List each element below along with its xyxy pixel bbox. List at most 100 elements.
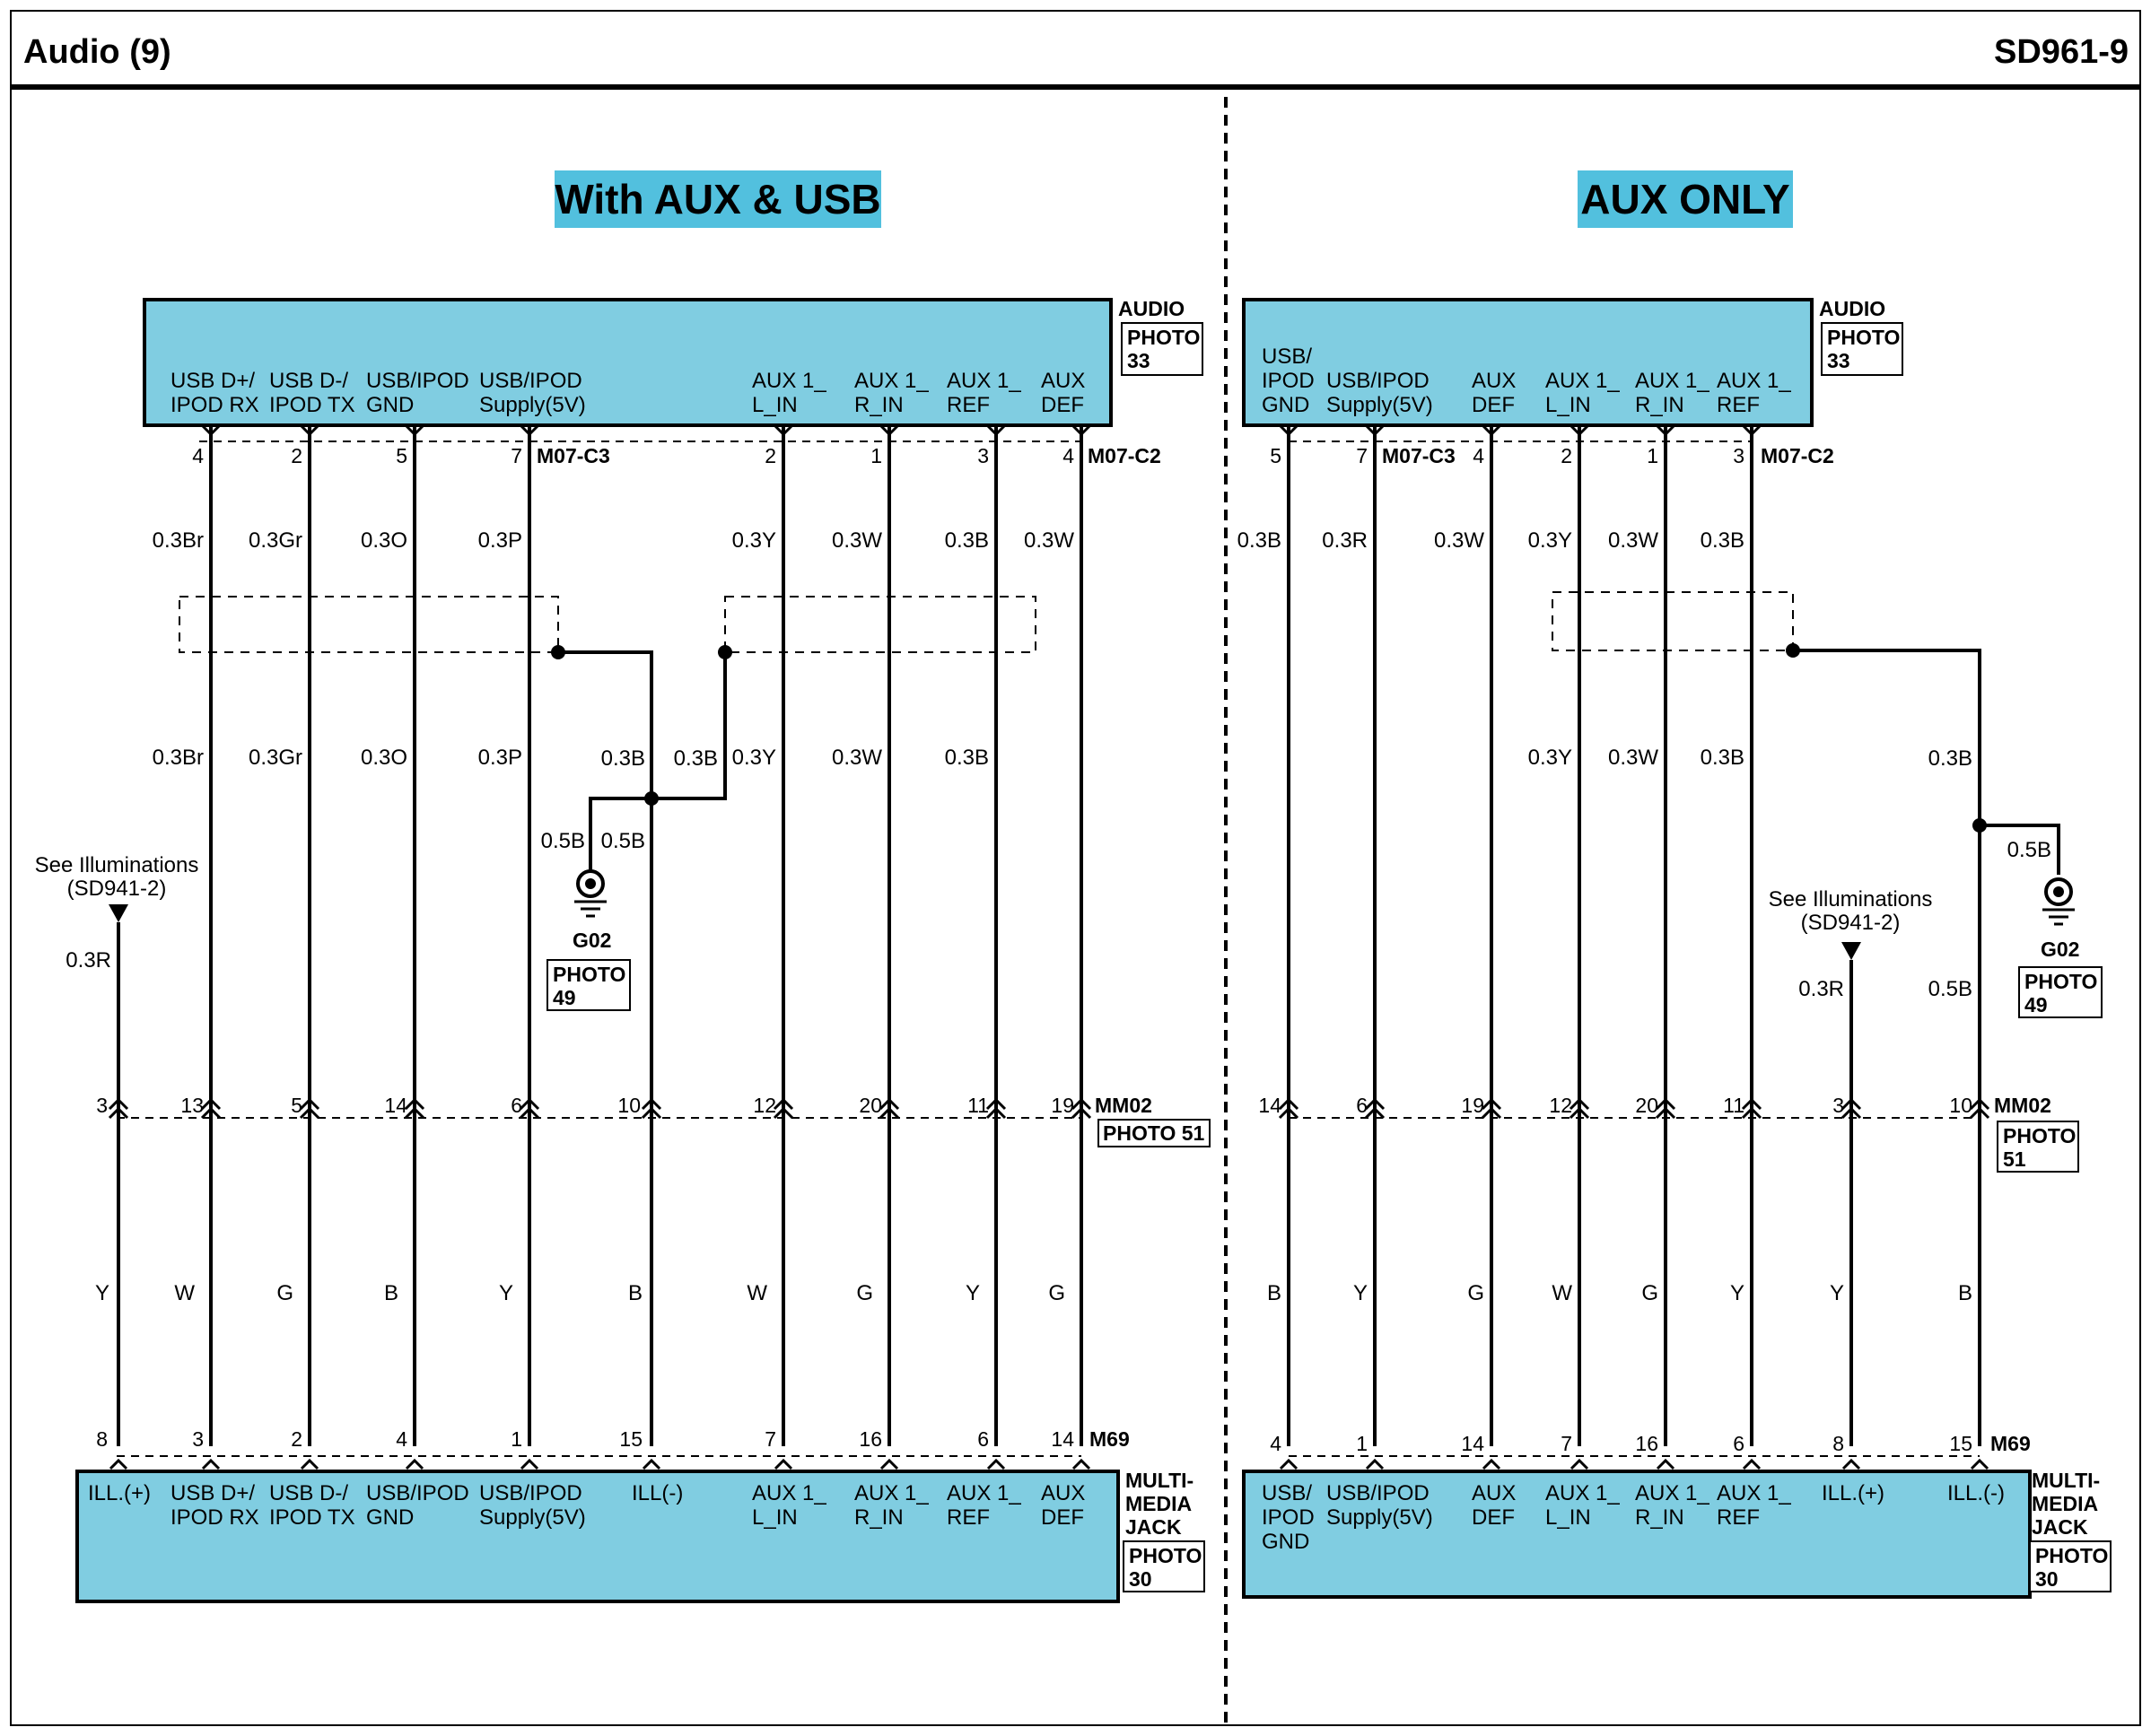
- left-section-title-bg: [555, 170, 881, 228]
- right-wire-5-mid-pin: 20: [1635, 1094, 1658, 1117]
- left-ill-minus-mid-terminal-lower: [641, 1106, 662, 1120]
- right-wire-3-mid-pin: 19: [1461, 1094, 1484, 1117]
- left-conn-m07c3: M07-C3: [537, 444, 610, 467]
- right-wire-2-bot-label-line-2: Supply(5V): [1326, 1505, 1433, 1530]
- right-wire-5-wire-top: 0.3W: [1608, 528, 1658, 553]
- right-wire-2-mid-pin: 6: [1356, 1094, 1368, 1117]
- right-wire-1-bot-label-line-2: IPOD: [1262, 1505, 1315, 1530]
- right-wire-5-mid-terminal-upper: [1655, 1097, 1676, 1111]
- left-jack-name-1: MULTI-: [1125, 1469, 1194, 1492]
- left-wire-3-bot-terminal: [405, 1458, 424, 1470]
- right-wire-6-bot-pin: 6: [1733, 1432, 1744, 1455]
- right-conn-mm02: MM02: [1994, 1094, 2051, 1117]
- left-wire-5-wire-top: 0.3Y: [732, 528, 776, 553]
- right-wire-4-mid-terminal-upper: [1569, 1097, 1590, 1111]
- right-wire-4-top-pin: 2: [1561, 444, 1572, 467]
- left-illum-note-2: (SD941-2): [67, 877, 167, 901]
- right-wire-4-wire-top: 0.3Y: [1528, 528, 1572, 553]
- left-ground-photo-2: 49: [553, 986, 576, 1009]
- right-jack-name-2: MEDIA: [2032, 1492, 2098, 1515]
- right-wire-1-bot-label-line-3: GND: [1262, 1530, 1309, 1554]
- left-ill-plus-wire: 0.3R: [66, 948, 111, 973]
- right-ill-minus-bot-terminal: [1970, 1458, 1989, 1470]
- right-wire-1-top-label-line-2: IPOD: [1262, 369, 1315, 393]
- left-conn-m07c2: M07-C2: [1088, 444, 1161, 467]
- right-wire-2-bot-label-line-1: USB/IPOD: [1326, 1481, 1430, 1505]
- left-wire-4-wire-low: Y: [499, 1281, 513, 1305]
- left-wire-8-bot-terminal: [1071, 1458, 1091, 1470]
- right-wire-5-wire-low: G: [1641, 1281, 1658, 1305]
- left-wire-3-top-label-line-1: USB/IPOD: [366, 369, 469, 393]
- left-wire-8-wire-top: 0.3W: [1024, 528, 1074, 553]
- right-wire-1-top-terminal: [1279, 424, 1298, 437]
- left-ill-plus-mid-pin: 3: [96, 1094, 108, 1117]
- right-shield-box: [1552, 591, 1794, 651]
- right-wire-3-wire-top: 0.3W: [1434, 528, 1484, 553]
- right-mm02-photo-1: PHOTO: [2003, 1124, 2076, 1147]
- left-audio-connector: [143, 298, 1113, 427]
- left-ground-splice: [644, 791, 659, 806]
- right-wire-3-bot-label-line-2: DEF: [1472, 1505, 1515, 1530]
- left-wire-2-top-terminal: [300, 424, 319, 437]
- right-wire-3-top-terminal: [1482, 424, 1501, 437]
- left-wire-5-top-label-line-2: L_IN: [752, 393, 798, 417]
- left-ill-plus-mid-terminal-upper: [108, 1097, 129, 1111]
- left-wire-7-bot-pin: 6: [977, 1427, 989, 1451]
- right-conn-m69: M69: [1990, 1432, 2031, 1455]
- left-wire-2-bot-terminal: [300, 1458, 319, 1470]
- right-wire-4-mid-terminal-lower: [1569, 1106, 1590, 1120]
- right-wire-2-top-label-line-1: USB/IPOD: [1326, 369, 1430, 393]
- left-mm02-photo: PHOTO 51: [1103, 1121, 1205, 1145]
- right-wire-2-top-label-line-2: Supply(5V): [1326, 393, 1433, 417]
- left-wire-8-top-terminal: [1071, 424, 1091, 437]
- left-ill-plus-bot-pin: 8: [96, 1427, 108, 1451]
- right-audio-photo-1: PHOTO: [1827, 326, 1900, 349]
- right-wire-2-wire-low: Y: [1353, 1281, 1368, 1305]
- left-wire-5-top-label-line-1: AUX 1_: [752, 369, 826, 393]
- left-wire-2-mid-pin: 5: [291, 1094, 302, 1117]
- right-wire-4-bot-pin: 7: [1561, 1432, 1572, 1455]
- right-wire-6-top-label-line-2: REF: [1717, 393, 1760, 417]
- left-wire-2-top-pin: 2: [291, 444, 302, 467]
- right-conn-m07c2: M07-C2: [1761, 444, 1834, 467]
- left-wire-1-bot-label-line-2: IPOD RX: [171, 1505, 259, 1530]
- left-shield-wire-a: 0.3B: [601, 746, 645, 771]
- right-ill-minus-mid-terminal-lower: [1969, 1106, 1990, 1120]
- left-wire-8-mid-terminal-lower: [1071, 1106, 1092, 1120]
- left-wire-3-wire-mid: 0.3O: [361, 746, 407, 770]
- right-ill-plus-bot-pin: 8: [1832, 1432, 1844, 1455]
- left-wire-6-wire-low: G: [856, 1281, 873, 1305]
- right-wire-6-wire-low: Y: [1730, 1281, 1744, 1305]
- left-ground-photo-1: PHOTO: [553, 963, 625, 986]
- left-wire-8-top-label-line-2: DEF: [1041, 393, 1084, 417]
- left-ill-minus-bot-terminal: [642, 1458, 661, 1470]
- left-ill-minus-bot-pin: 15: [619, 1427, 643, 1451]
- left-conn-m69: M69: [1089, 1427, 1130, 1451]
- left-wire-4-wire-mid: 0.3P: [478, 746, 522, 770]
- left-jack-name-2: MEDIA: [1125, 1492, 1192, 1515]
- left-wire-8-top-label-line-1: AUX: [1041, 369, 1085, 393]
- right-wire-1-bot-terminal: [1279, 1458, 1298, 1470]
- right-ground-name: G02: [2041, 938, 2079, 961]
- left-ground-wire-b: 0.5B: [601, 829, 645, 853]
- left-ill-plus-wire-low: Y: [95, 1281, 109, 1305]
- right-wire-3-top-label-line-2: DEF: [1472, 393, 1515, 417]
- right-jack-connector: [1242, 1470, 2032, 1599]
- left-wire-2-bot-label-line-2: IPOD TX: [269, 1505, 355, 1530]
- left-wire-5-mid-terminal-lower: [773, 1106, 794, 1120]
- right-wire-5-top-pin: 1: [1647, 444, 1658, 467]
- left-jack-photo-2: 30: [1129, 1567, 1152, 1591]
- right-ill-minus-wire: 0.5B: [1928, 977, 1972, 1001]
- right-wire-4-top-label-line-2: L_IN: [1545, 393, 1591, 417]
- right-jack-photo-1: PHOTO: [2035, 1544, 2108, 1567]
- left-ill-plus-bot-label: ILL.(+): [88, 1481, 151, 1505]
- right-ill-plus-wire-low: Y: [1830, 1281, 1844, 1305]
- right-wire-5-bot-label-line-1: AUX 1_: [1635, 1481, 1709, 1505]
- left-wire-1-top-pin: 4: [192, 444, 204, 467]
- page-code: SD961-9: [1994, 33, 2129, 71]
- left-wire-3-bot-label-line-1: USB/IPOD: [366, 1481, 469, 1505]
- left-ill-plus-bot-terminal: [109, 1458, 128, 1470]
- right-wire-6-wire-top: 0.3B: [1701, 528, 1744, 553]
- left-wire-7-mid-terminal-upper: [985, 1097, 1007, 1111]
- right-wire-3-mid-terminal-lower: [1481, 1106, 1502, 1120]
